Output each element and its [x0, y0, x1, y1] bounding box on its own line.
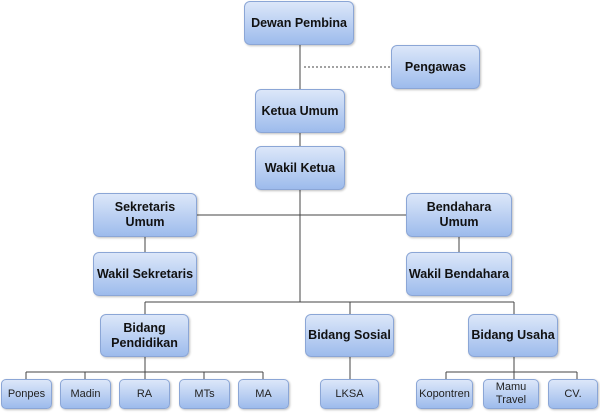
node-wakil-ketua: Wakil Ketua	[255, 146, 345, 190]
node-ponpes: Ponpes	[1, 379, 52, 409]
node-wakil-sekretaris: Wakil Sekretaris	[93, 252, 197, 296]
node-kopontren: Kopontren	[416, 379, 473, 409]
node-mts: MTs	[179, 379, 230, 409]
node-madin: Madin	[60, 379, 111, 409]
node-dewan-pembina: Dewan Pembina	[244, 1, 354, 45]
node-bendahara-umum: Bendahara Umum	[406, 193, 512, 237]
node-ketua-umum: Ketua Umum	[255, 89, 345, 133]
node-ma: MA	[238, 379, 289, 409]
node-pengawas: Pengawas	[391, 45, 480, 89]
node-lksa: LKSA	[320, 379, 379, 409]
node-bidang-usaha: Bidang Usaha	[468, 314, 558, 357]
node-mamu-travel: Mamu Travel	[483, 379, 539, 409]
node-wakil-bendahara: Wakil Bendahara	[406, 252, 512, 296]
node-sekretaris-umum: Sekretaris Umum	[93, 193, 197, 237]
node-cv: CV.	[548, 379, 598, 409]
node-bidang-pendidikan: Bidang Pendidikan	[100, 314, 189, 357]
node-bidang-sosial: Bidang Sosial	[305, 314, 394, 357]
node-ra: RA	[119, 379, 170, 409]
